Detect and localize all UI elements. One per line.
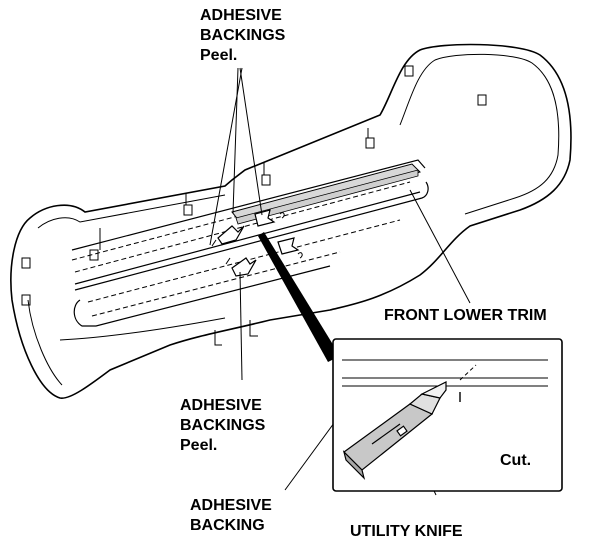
upper-channel-inner [74, 191, 421, 285]
label-mid-backings-3: Peel. [180, 437, 217, 454]
lower-channel-dashed-2 [91, 251, 341, 317]
peel-arrow-2 [254, 209, 276, 227]
upper-channel-dashed-1 [71, 169, 413, 261]
peel-arrow-4 [231, 257, 257, 277]
label-top-backings-1: ADHESIVE [200, 7, 282, 24]
label-backing-1: ADHESIVE [190, 497, 272, 514]
bumper-lower-contour [27, 299, 226, 386]
lower-channel-bottom [73, 265, 331, 327]
upper-channel-outer [71, 159, 426, 251]
inset-leader-band [258, 232, 340, 362]
label-front-lower-trim: FRONT LOWER TRIM [384, 307, 547, 324]
utility-knife [342, 381, 447, 480]
upper-channel-dashed-2 [74, 181, 411, 273]
peel-hooks [211, 212, 303, 265]
inset-box [332, 338, 563, 492]
bumper-inner-contour [37, 53, 560, 229]
peel-arrow-1 [217, 225, 245, 245]
clip-tabs [21, 65, 487, 346]
bumper-outline [10, 43, 572, 399]
label-cut: Cut. [500, 452, 531, 469]
label-backing-2: BACKING [190, 517, 265, 534]
front-lower-trim-strip-2 [235, 169, 419, 225]
label-top-backings-3: Peel. [200, 47, 237, 64]
lower-channel-outer [74, 181, 429, 291]
label-mid-backings-1: ADHESIVE [180, 397, 262, 414]
label-mid-backings-2: BACKINGS [180, 417, 266, 434]
peel-arrow-3 [277, 237, 300, 255]
label-top-backings-2: BACKINGS [200, 27, 286, 44]
label-utility-knife: UTILITY KNIFE [350, 523, 463, 540]
